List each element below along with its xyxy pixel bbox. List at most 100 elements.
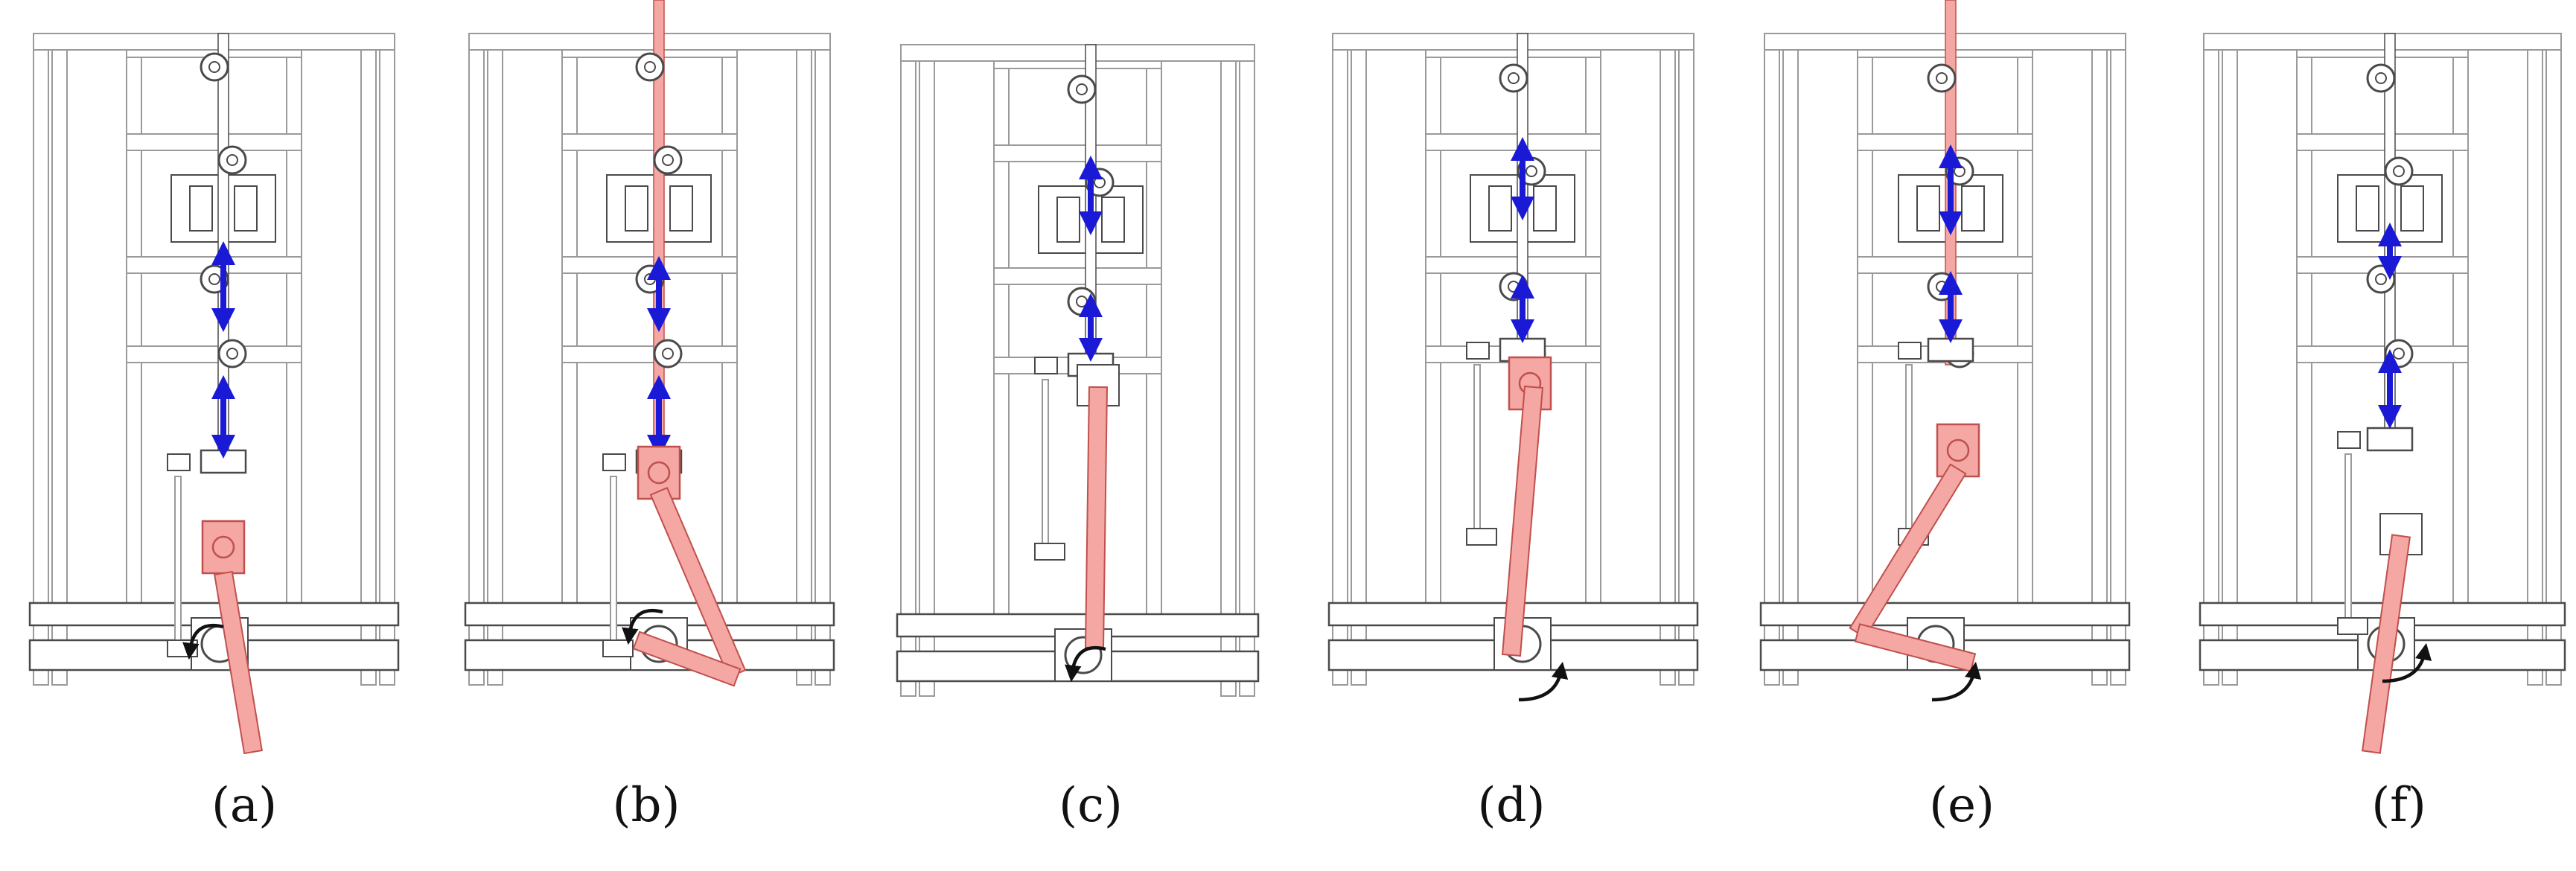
rail-post xyxy=(2017,33,2033,619)
rail-post xyxy=(561,33,578,619)
elbow-pin xyxy=(647,461,671,485)
lower-bracket xyxy=(602,639,634,657)
frame-post xyxy=(1660,33,1676,686)
roller-hub xyxy=(1076,83,1088,95)
panel-a xyxy=(28,33,400,755)
crossbar xyxy=(993,267,1162,285)
top-beam xyxy=(900,44,1255,62)
rotation-arrow xyxy=(622,608,663,645)
panel-d xyxy=(1327,33,1699,702)
pink-link xyxy=(1501,385,1544,657)
elbow-pin xyxy=(1946,438,1970,462)
top-beam xyxy=(468,33,831,51)
rotation-arrow xyxy=(1065,645,1106,683)
lower-bracket xyxy=(1034,543,1065,561)
roller-hub xyxy=(1508,72,1520,84)
side-strut xyxy=(174,476,182,648)
pink-link xyxy=(2361,534,2411,754)
caption-d: (d) xyxy=(1477,778,1546,833)
crossbar xyxy=(1425,256,1601,274)
frame-post xyxy=(2203,33,2219,686)
clamp-jaw xyxy=(189,185,213,232)
roller-hub xyxy=(1508,281,1520,293)
panel-b xyxy=(464,0,835,687)
crossbar xyxy=(126,345,302,363)
frame-post xyxy=(33,33,49,686)
frame-post xyxy=(2527,33,2543,686)
roller-hub xyxy=(662,154,674,166)
frame-post xyxy=(796,33,812,686)
rotation-arrow xyxy=(182,623,224,660)
side-strut xyxy=(1905,364,1913,537)
frame-post xyxy=(919,44,935,697)
panel-e xyxy=(1759,0,2131,702)
frame-post xyxy=(2222,33,2238,686)
roller-hub xyxy=(644,61,656,73)
frame-post xyxy=(1782,33,1799,686)
top-beam xyxy=(1332,33,1695,51)
side-strut xyxy=(1042,379,1049,552)
clamp-jaw xyxy=(2356,185,2379,232)
side-strut xyxy=(1473,364,1481,537)
caption-a: (a) xyxy=(211,778,278,833)
clamp-jaw xyxy=(1533,185,1557,232)
clamp-jaw xyxy=(1488,185,1512,232)
clamp-jaw xyxy=(1101,197,1125,243)
roller-hub xyxy=(2393,348,2405,360)
crossbar xyxy=(1425,133,1601,151)
clamp-jaw xyxy=(625,185,648,232)
panel-f xyxy=(2199,33,2566,754)
frame-post xyxy=(487,33,503,686)
roller-hub xyxy=(2393,165,2405,177)
frame-post xyxy=(2091,33,2108,686)
slider-carriage xyxy=(200,449,247,474)
caption-f: (f) xyxy=(2371,778,2426,833)
rail-post xyxy=(993,44,1010,630)
frame-post xyxy=(1332,33,1348,686)
roller-hub xyxy=(208,61,220,73)
slider-carriage xyxy=(1927,337,1974,363)
rail-post xyxy=(2296,33,2312,619)
side-bracket xyxy=(1898,342,1922,360)
pink-link xyxy=(214,570,263,755)
roller-hub xyxy=(662,348,674,360)
roller-hub xyxy=(1954,165,1966,177)
clamp-jaw xyxy=(2400,185,2424,232)
rotation-arrow xyxy=(1931,661,1982,702)
caption-c: (c) xyxy=(1059,778,1123,833)
roller-hub xyxy=(1936,281,1948,293)
side-bracket xyxy=(1034,357,1058,374)
rail-post xyxy=(1585,33,1601,619)
roller-hub xyxy=(1076,296,1088,307)
frame-post xyxy=(379,33,395,686)
side-bracket xyxy=(602,453,626,471)
elbow-pin xyxy=(211,535,235,559)
clamp-jaw xyxy=(1056,197,1080,243)
clamp-jaw xyxy=(669,185,693,232)
roller-hub xyxy=(1525,165,1537,177)
rail-post xyxy=(2452,33,2469,619)
frame-post xyxy=(814,33,831,686)
side-strut xyxy=(2344,453,2352,626)
frame-post xyxy=(2545,33,2562,686)
frame-post xyxy=(360,33,377,686)
frame-post xyxy=(468,33,485,686)
frame-post xyxy=(1220,44,1237,697)
roller-hub xyxy=(226,348,238,360)
rail-post xyxy=(126,33,142,619)
crossbar xyxy=(561,345,738,363)
side-bracket xyxy=(167,453,191,471)
caption-b: (b) xyxy=(612,778,680,833)
frame-post xyxy=(51,33,68,686)
rail-post xyxy=(1857,33,1873,619)
top-beam xyxy=(33,33,395,51)
clamp-jaw xyxy=(1916,185,1940,232)
frame-post xyxy=(1239,44,1255,697)
crossbar xyxy=(126,133,302,151)
rail-post xyxy=(1146,44,1162,630)
slider-carriage xyxy=(2366,427,2414,452)
crossbar xyxy=(2296,345,2469,363)
roller-hub xyxy=(1936,72,1948,84)
rail-post xyxy=(721,33,738,619)
top-beam xyxy=(2203,33,2562,51)
